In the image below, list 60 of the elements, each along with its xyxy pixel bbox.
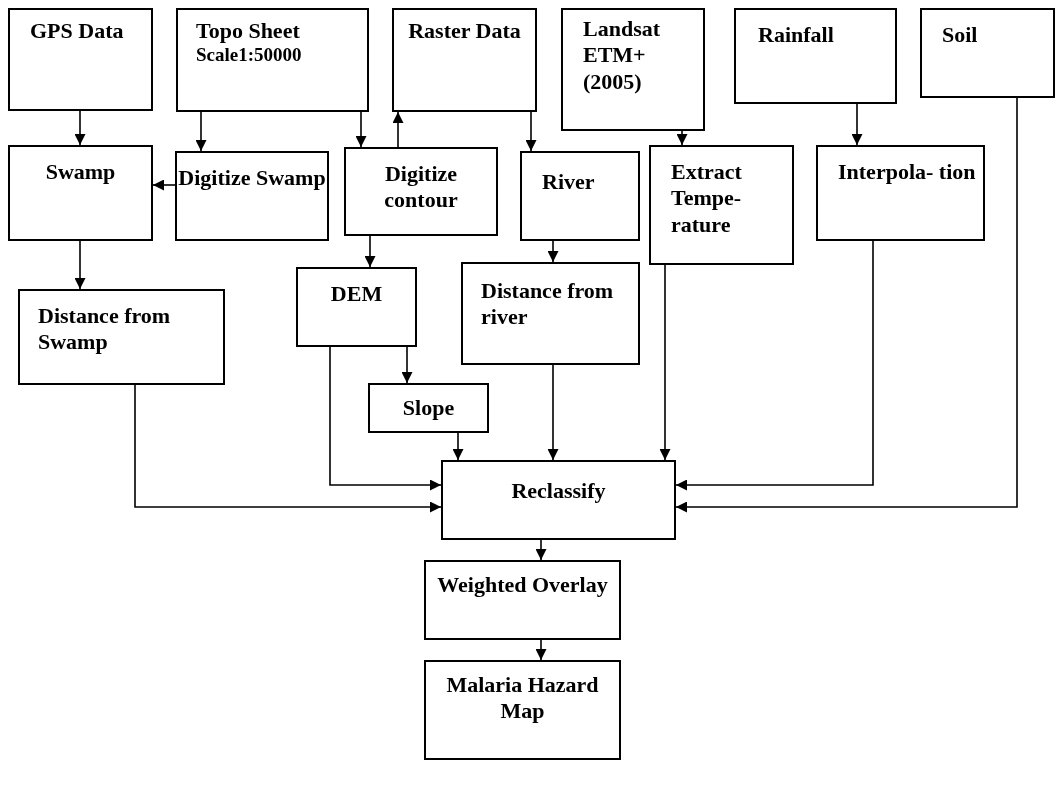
box-label: Weighted Overlay bbox=[436, 572, 609, 599]
arrow bbox=[329, 346, 442, 491]
process-box bbox=[8, 8, 153, 111]
process-box bbox=[461, 262, 640, 365]
box-label: Swamp bbox=[44, 159, 117, 186]
box-label: Soil bbox=[942, 22, 979, 49]
arrow bbox=[676, 130, 688, 146]
box-label: Interpola- tion bbox=[838, 159, 977, 186]
process-box bbox=[520, 151, 640, 241]
arrow bbox=[392, 111, 404, 148]
arrow bbox=[195, 111, 207, 152]
arrow bbox=[547, 364, 559, 461]
box-label: Digitize contour bbox=[383, 161, 459, 214]
process-box bbox=[344, 147, 498, 236]
box-label: Malaria Hazard Map bbox=[445, 672, 600, 725]
arrow bbox=[851, 103, 863, 146]
arrow bbox=[675, 240, 874, 491]
process-box bbox=[18, 289, 225, 385]
process-box bbox=[296, 267, 417, 347]
box-label: Landsat ETM+ (2005) bbox=[583, 16, 662, 96]
box-label: Slope bbox=[401, 395, 456, 422]
box-label: Reclassify bbox=[510, 478, 607, 505]
box-label: Distance from river bbox=[481, 278, 615, 331]
arrow bbox=[74, 110, 86, 146]
process-box bbox=[392, 8, 537, 112]
arrow bbox=[675, 97, 1018, 513]
process-box bbox=[424, 660, 621, 760]
process-box bbox=[649, 145, 794, 265]
box-label: Scale1:50000 bbox=[196, 44, 303, 68]
arrow bbox=[659, 264, 671, 461]
box-label: River bbox=[542, 169, 596, 196]
process-box bbox=[368, 383, 489, 433]
box-label: Rainfall bbox=[758, 22, 835, 49]
box-label: Distance from Swamp bbox=[38, 303, 172, 356]
process-box bbox=[175, 151, 329, 241]
arrow bbox=[535, 539, 547, 561]
process-box bbox=[176, 8, 369, 112]
arrow bbox=[134, 384, 442, 513]
process-box bbox=[734, 8, 897, 104]
box-label: Extract Tempe- rature bbox=[671, 159, 743, 239]
process-box bbox=[424, 560, 621, 640]
arrow bbox=[401, 346, 413, 384]
process-box bbox=[561, 8, 705, 131]
box-label: Topo Sheet bbox=[196, 18, 301, 45]
arrow bbox=[364, 235, 376, 268]
arrow bbox=[74, 240, 86, 290]
arrow bbox=[535, 639, 547, 661]
box-label: GPS Data bbox=[30, 18, 125, 45]
box-label: Raster Data bbox=[407, 18, 522, 45]
arrow bbox=[452, 432, 464, 461]
arrow bbox=[152, 179, 176, 191]
box-label: Digitize Swamp bbox=[177, 165, 327, 192]
arrow bbox=[547, 240, 559, 263]
process-box bbox=[816, 145, 985, 241]
process-box bbox=[920, 8, 1055, 98]
arrow bbox=[525, 111, 537, 152]
box-label: DEM bbox=[329, 281, 384, 308]
process-box bbox=[441, 460, 676, 540]
process-box bbox=[8, 145, 153, 241]
arrow bbox=[355, 111, 367, 148]
